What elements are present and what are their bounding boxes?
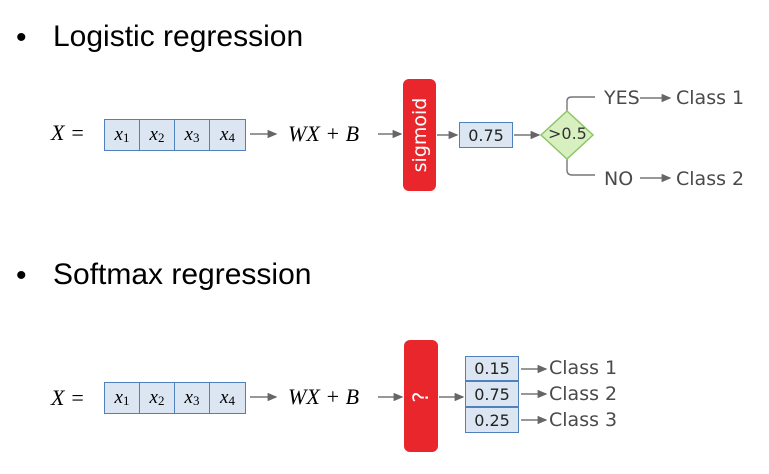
unknown-activation-block [404, 340, 438, 452]
probability-output-1: 0.15 [465, 356, 519, 381]
x-equals-label-softmax: X = [51, 385, 85, 410]
softmax-class-3-label: Class 3 [549, 409, 618, 431]
linear-function-label: WX + B [288, 121, 360, 146]
heading-logistic-regression: Logistic regression [53, 20, 304, 53]
probability-output: 0.75 [459, 122, 513, 148]
bullet-softmax: • [16, 259, 27, 292]
heading-softmax-regression: Softmax regression [53, 258, 312, 291]
probability-output-3: 0.25 [465, 407, 519, 433]
threshold-label-overlay: >0.5 [548, 124, 587, 143]
bullet-logistic: • [16, 21, 27, 54]
sigmoid-activation-block [403, 79, 436, 191]
branch-yes-connector [566, 96, 595, 112]
softmax-class-1-label: Class 1 [549, 357, 618, 379]
softmax-class-2-label: Class 2 [549, 383, 618, 405]
class-2-label: Class 2 [676, 168, 745, 190]
x-equals-label: X = [51, 120, 85, 145]
branch-no-connector [566, 159, 595, 176]
decision-diamond [539, 109, 595, 161]
class-1-label: Class 1 [676, 87, 745, 109]
yes-label: YES [604, 87, 640, 109]
probability-output-2: 0.75 [465, 381, 519, 407]
no-label: NO [604, 168, 634, 190]
linear-function-label-softmax: WX + B [288, 384, 360, 409]
